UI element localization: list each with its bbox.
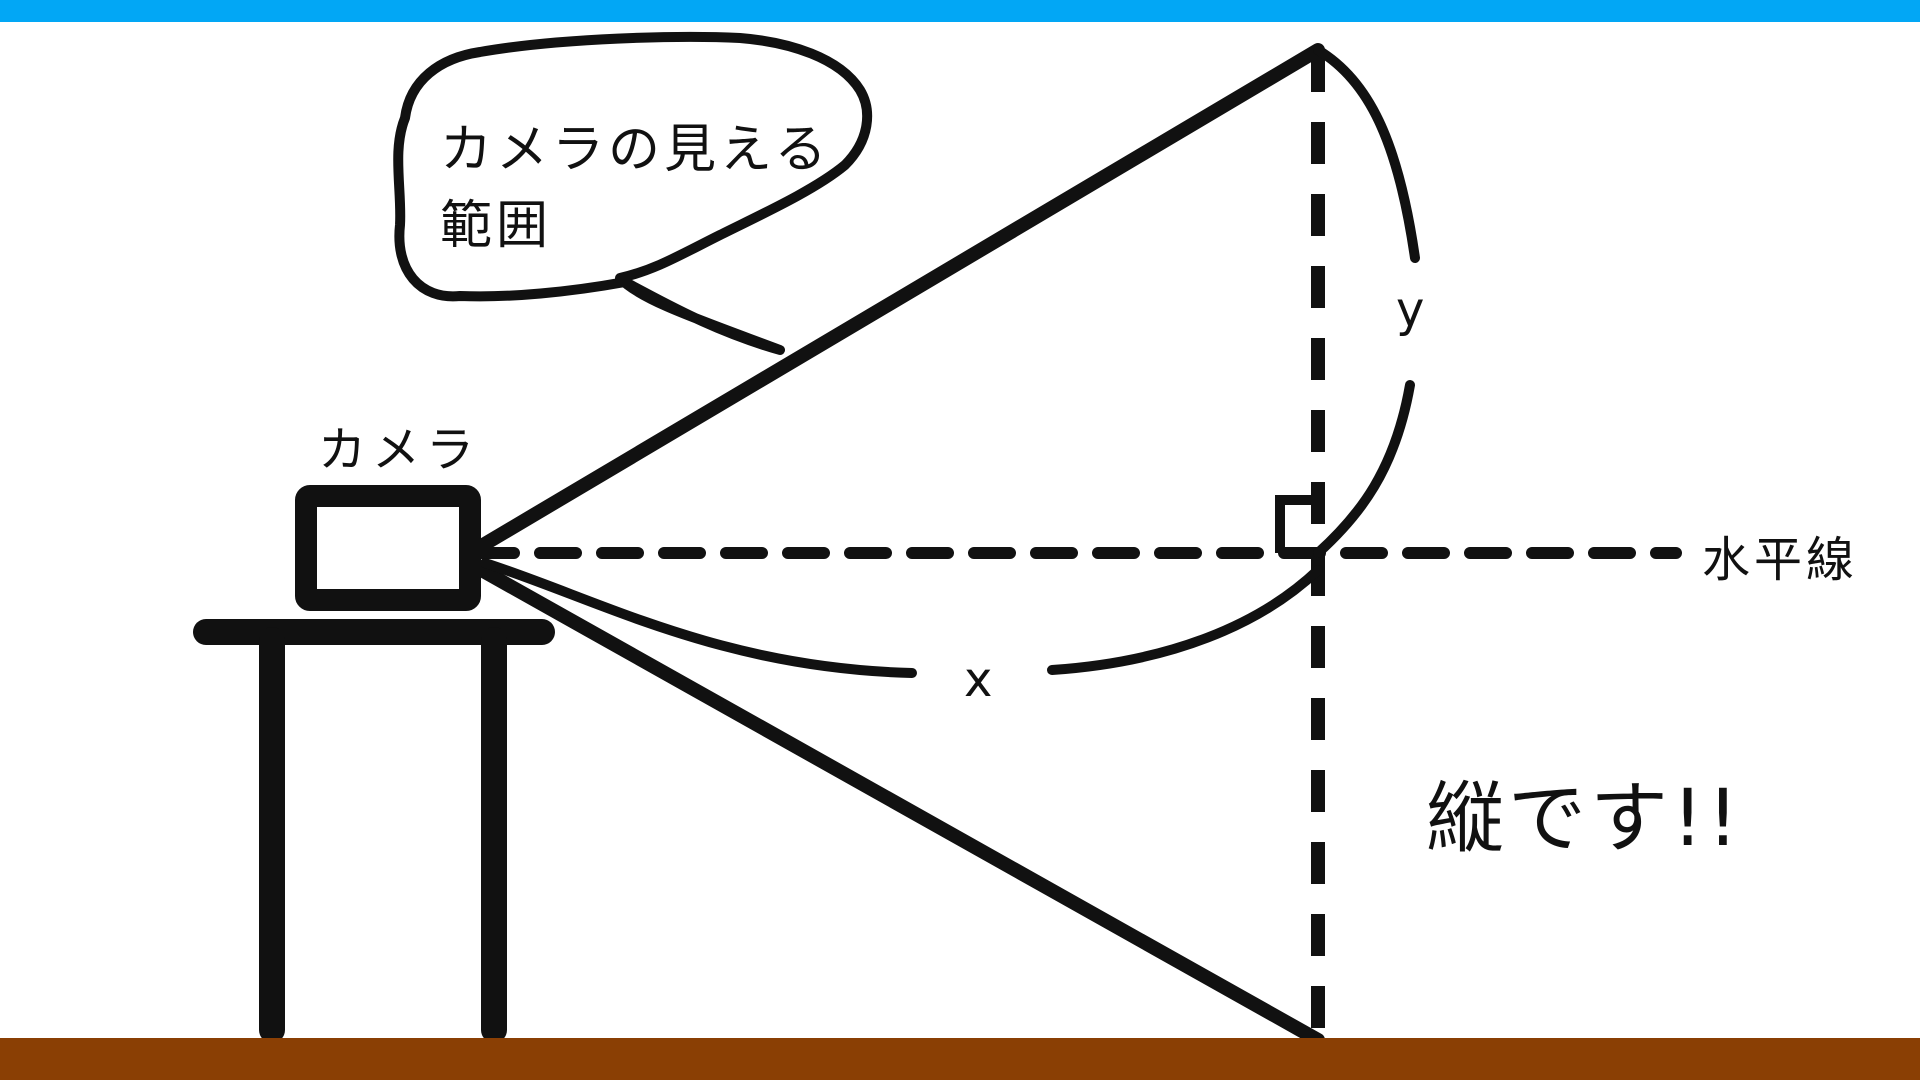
- vertical-note-label: 縦です!!: [1426, 774, 1743, 864]
- angle-arc-x-right: [1047, 565, 1323, 675]
- angle-arc-y-upper: [1313, 45, 1420, 263]
- angle-x-label: x: [964, 652, 993, 708]
- fov-upper-line: [471, 43, 1325, 555]
- horizon-label: 水平線: [1702, 532, 1859, 588]
- speech-bubble-text: カメラの見える範囲: [440, 120, 831, 256]
- angle-arc-x-left: [480, 558, 917, 678]
- right-angle-marker: [1275, 495, 1318, 553]
- fov-lower-line: [471, 561, 1325, 1047]
- angle-arc-y-lower: [1313, 380, 1415, 558]
- speech-bubble: [393, 31, 873, 355]
- camera-body: [295, 485, 481, 611]
- top-bar: [0, 0, 1920, 22]
- angle-y-label: y: [1396, 282, 1425, 338]
- camera-label: カメラ: [318, 422, 481, 478]
- floor: [0, 1038, 1920, 1080]
